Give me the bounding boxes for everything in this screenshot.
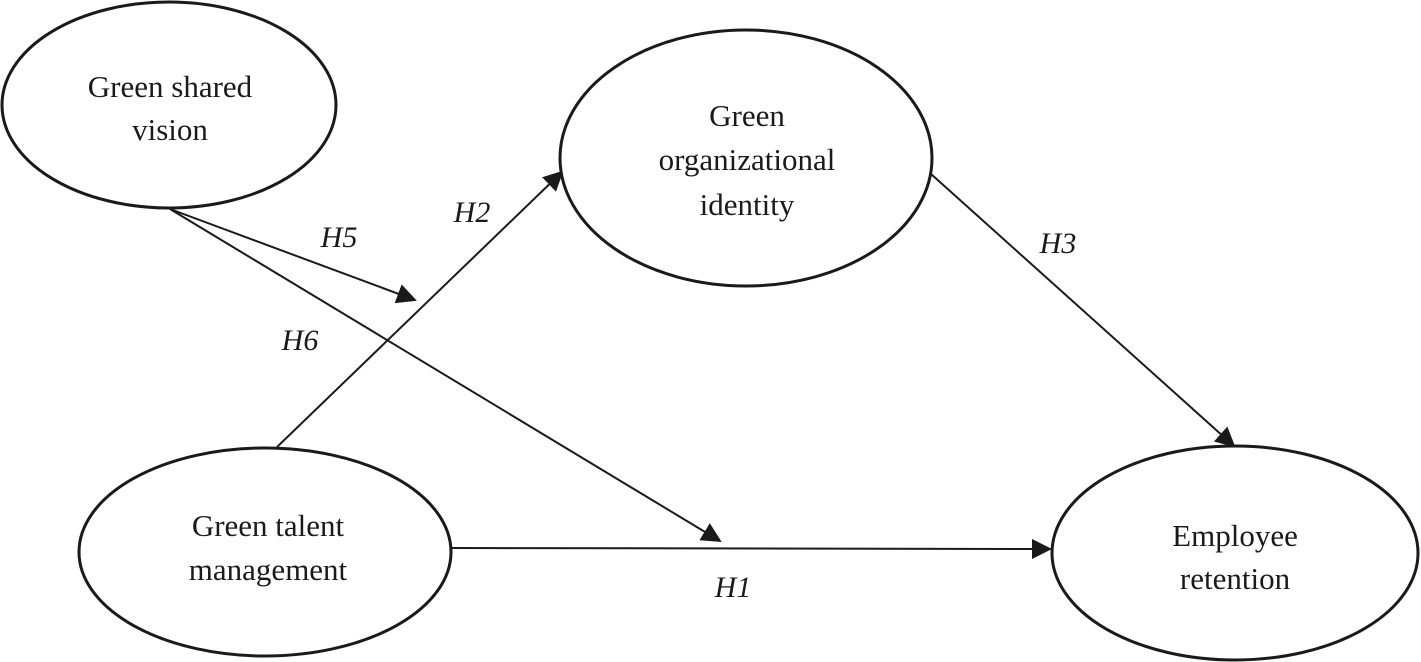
node-label-talent-line-1: Green talent — [192, 508, 345, 543]
arrow-h6 — [169, 208, 722, 543]
node-green-shared-vision: Green shared vision — [0, 0, 338, 210]
label-h3: H3 — [1039, 227, 1077, 260]
node-shape-vision — [0, 0, 338, 210]
arrow-h1 — [450, 538, 1052, 559]
node-label-vision-line-2: vision — [132, 112, 208, 147]
node-label-retention-line-1: Employee — [1172, 518, 1298, 553]
arrow-h2 — [276, 170, 564, 448]
node-employee-retention: Employee retention — [1050, 444, 1420, 662]
node-shape-retention — [1050, 444, 1420, 662]
node-shape-talent — [77, 446, 453, 658]
node-label-retention-line-2: retention — [1180, 561, 1291, 596]
label-h1: H1 — [714, 571, 752, 604]
node-label-vision-line-1: Green shared — [88, 69, 253, 104]
label-h6: H6 — [281, 324, 319, 357]
arrow-h3 — [930, 173, 1236, 448]
arrow-h5 — [169, 208, 417, 304]
node-label-identity-line-3: identity — [700, 187, 795, 222]
label-h2: H2 — [453, 196, 491, 229]
node-green-organizational-identity: Green organizational identity — [558, 28, 934, 288]
edge-labels-group: H1 H2 H3 H5 H6 — [281, 196, 1077, 604]
node-label-identity-line-1: Green — [709, 98, 785, 133]
edges-group — [169, 170, 1236, 559]
label-h5: H5 — [320, 221, 358, 254]
node-label-identity-line-2: organizational — [659, 142, 836, 177]
node-green-talent-management: Green talent management — [77, 446, 453, 658]
node-shape-identity — [558, 28, 934, 288]
node-label-talent-line-2: management — [189, 552, 348, 587]
